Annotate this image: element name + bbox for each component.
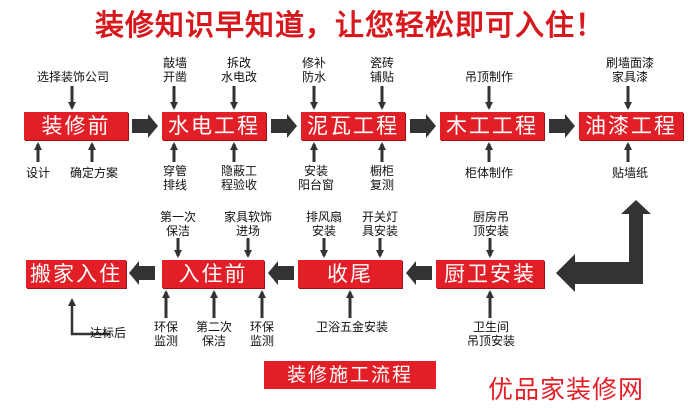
- label-cabinet-make: 柜体制作: [464, 166, 513, 180]
- arrow-left-icon: [268, 261, 294, 285]
- stage-carpentry: 木工工程: [440, 112, 544, 140]
- label-design: 设计: [25, 166, 50, 180]
- stage-painting: 油漆工程: [579, 112, 683, 140]
- label-hidden-acceptance: 隐蔽工 程验收: [220, 164, 257, 192]
- stage-pre-renovation: 装修前: [24, 112, 128, 140]
- label-tile: 瓷砖 铺贴: [369, 56, 394, 84]
- arrow-right-icon: [410, 114, 436, 138]
- stage-masonry: 泥瓦工程: [301, 112, 405, 140]
- arrow-left-icon: [406, 261, 432, 285]
- page-title: 装修知识早知道，让您轻松即可入住！: [94, 8, 605, 42]
- stage-move-in-prep: 入住前: [162, 260, 264, 288]
- label-meet-standard: 达标后: [89, 326, 126, 340]
- label-wallpaper: 贴墙纸: [611, 166, 648, 180]
- label-wall-paint: 刷墙面漆 家具漆: [605, 56, 654, 84]
- stage-move-in: 搬家入住: [26, 260, 126, 288]
- label-conduit: 穿管 排线: [162, 164, 187, 192]
- label-eco-test-1: 环保 监测: [153, 320, 178, 348]
- arrow-right-icon: [132, 114, 158, 138]
- label-toilet-ceiling: 卫生间 吊顶安装: [466, 320, 515, 348]
- label-choose-company: 选择装饰公司: [36, 70, 109, 84]
- stage-plumbing-electrical: 水电工程: [162, 112, 266, 140]
- label-second-clean: 第二次 保洁: [195, 320, 232, 348]
- arrow-right-icon: [271, 114, 297, 138]
- label-knock-walls: 敲墙 开凿: [162, 56, 187, 84]
- label-modify-plumbing: 拆改 水电改: [220, 56, 257, 84]
- label-cabinet-remeasure: 橱柜 复测: [369, 164, 394, 192]
- arrow-left-icon: [129, 261, 155, 285]
- label-install-balcony: 安装 阳台窗: [297, 164, 334, 192]
- label-sanitary-hardware: 卫浴五金安装: [315, 320, 388, 334]
- label-switch-lamp: 开关灯 具安装: [361, 210, 398, 238]
- hook-arrow-icon: [68, 298, 110, 336]
- label-confirm-plan: 确定方案: [69, 166, 118, 180]
- arrow-right-icon: [549, 114, 575, 138]
- l-connector-arrow-icon: [556, 200, 651, 292]
- process-banner: 装修施工流程: [264, 361, 436, 389]
- site-watermark: 优品家装修网: [488, 375, 645, 404]
- stage-kitchen-bath: 厨卫安装: [436, 260, 544, 288]
- stage-finishing: 收尾: [298, 260, 402, 288]
- label-waterproof: 修补 防水: [301, 56, 326, 84]
- label-kitchen-ceiling: 厨房吊 顶安装: [472, 210, 509, 238]
- label-ceiling: 吊顶制作: [464, 70, 513, 84]
- label-exhaust-fan: 排风扇 安装: [305, 210, 342, 238]
- label-first-clean: 第一次 保洁: [159, 210, 196, 238]
- label-furnishing: 家具软饰 进场: [223, 210, 272, 238]
- label-eco-test-2: 环保 监测: [249, 320, 274, 348]
